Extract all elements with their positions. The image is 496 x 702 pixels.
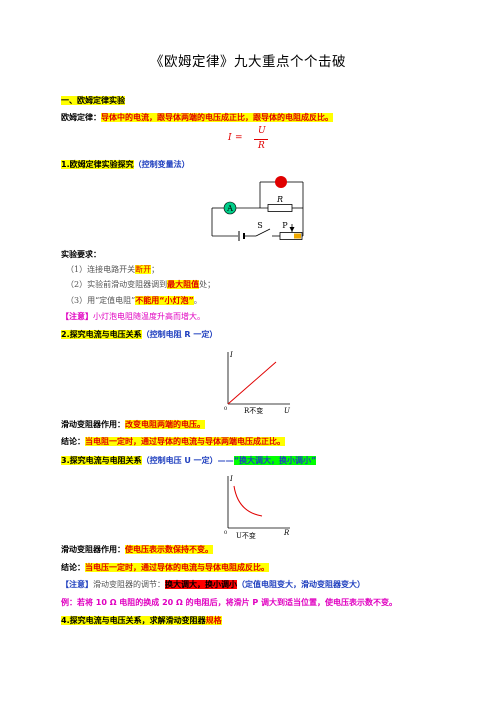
item3-note: （控制电压 U 一定）—— [141,456,234,465]
requirements-heading: 实验要求： [61,250,101,259]
formula-denominator: R [258,141,265,151]
lamp-icon [275,176,287,188]
item1-heading: 1.欧姆定律实验探究（控制变量法） [61,160,190,170]
requirement-1-prefix: （1）连接电路开关 [66,265,136,274]
graph-i-vs-r: I R 0 U不变 [224,475,290,540]
item2-conclusion-text: 当电阻一定时，通过导体的电流与导体两端电压成正比。 [85,437,285,446]
law-label: 欧姆定律： [61,113,101,122]
item2-conclusion-label: 结论： [61,437,85,446]
graph-i-vs-u-origin: 0 [224,406,227,412]
item2-rheostat: 滑动变阻器作用：改变电阻两端的电压。 [61,420,205,430]
slider-label: P [282,221,288,230]
item3-tag: “换大调大，换小调小” [233,456,317,465]
fraction-bar [254,139,268,140]
graph-i-vs-r-caption: U不变 [236,531,256,540]
item3-conclusion-label: 结论： [61,563,85,572]
slider-arrow-icon [289,227,295,232]
graph-i-vs-r-origin: 0 [224,530,227,536]
requirement-2-em: 最大阻值 [167,280,200,289]
requirement-2-suffix: 处； [199,280,216,289]
requirement-3-suffix: 。 [193,296,202,305]
graph-i-vs-r-curve [233,485,263,517]
graph-i-vs-u-y-label: I [229,351,233,359]
section-heading-text: 一、欧姆定律实验 [61,96,125,105]
item3-heading: 3.探究电流与电阻关系（控制电压 U 一定）——“换大调大，换小调小” [61,456,317,466]
item4-title-em: 规格 [205,616,222,625]
item1-note: （控制变量法） [133,160,190,169]
item3-conclusion-text: 当电压一定时，通过导体的电流与导体电阻成反比。 [85,563,269,572]
circuit-diagram: A R S P [211,176,304,241]
item2-heading: 2.探究电流与电压关系（控制电阻 R 一定） [61,330,217,340]
requirement-1: （1）连接电路开关断开； [66,265,159,275]
item1-title: 1.欧姆定律实验探究 [61,160,134,169]
formula-eq: = [235,133,243,143]
item3-note-em: 换大调大，换小调小 [165,580,237,589]
item3-rheostat-label: 滑动变阻器作用： [61,545,125,554]
item3-rheostat: 滑动变阻器作用：使电压表示数保持不变。 [61,545,213,555]
item4-heading: 4.探究电流与电压关系，求解滑动变阻器规格 [61,616,222,626]
graph-i-vs-u-caption: R不变 [244,406,263,415]
ammeter-icon [223,201,237,215]
item2-title: 2.探究电流与电压关系 [61,330,142,339]
law-text: 导体中的电流，跟导体两端的电压成正比，跟导体的电阻成反比。 [101,113,333,122]
law-line: 欧姆定律：导体中的电流，跟导体两端的电压成正比，跟导体的电阻成反比。 [61,113,333,123]
item2-rheostat-text: 改变电阻两端的电压。 [125,420,205,429]
resistor-label: R [276,195,283,204]
graph-i-vs-r-y-label: I [229,475,233,483]
requirement-1-suffix: ； [151,265,160,274]
requirement-2: （2）实验前滑动变阻器调到最大阻值处； [66,280,215,290]
item2-note: （控制电阻 R 一定） [141,330,218,339]
graph-i-vs-u-x-label: U [284,407,291,415]
formula-numerator: U [258,126,266,136]
item3-rheostat-text: 使电压表示数保持不变。 [125,545,213,554]
switch-label: S [257,221,262,230]
item3-note-tail: （定值电阻变大，滑动变阻器变大） [237,580,365,589]
requirements-note-text: 小灯泡电阻随温度升高而增大。 [93,312,205,321]
graph-i-vs-u-line [227,361,277,405]
requirement-3: （3）用“定值电阻”不能用“小灯泡”。 [66,296,202,306]
section-heading: 一、欧姆定律实验 [61,96,125,106]
item3-note-text: 滑动变阻器的调节： [93,580,165,589]
item3-example: 例：若将 10 Ω 电阻的换成 20 Ω 的电阻后，将滑片 P 调大到适当位置，… [61,598,398,607]
requirement-3-em: 不能用“小灯泡” [135,296,194,305]
requirement-2-prefix: （2）实验前滑动变阻器调到 [66,280,168,289]
page-title: 《欧姆定律》九大重点个个击破 [150,54,346,70]
requirement-3-prefix: （3）用“定值电阻” [66,296,136,305]
requirement-1-em: 断开 [135,265,152,274]
ammeter-label: A [226,204,233,213]
item2-rheostat-label: 滑动变阻器作用： [61,420,125,429]
requirements-note-label: 【注意】 [61,312,93,321]
item3-note-line: 【注意】滑动变阻器的调节：换大调大，换小调小（定值电阻变大，滑动变阻器变大） [61,580,365,590]
item4-title: 4.探究电流与电压关系，求解滑动变阻器 [61,616,206,625]
item3-note-label: 【注意】 [61,580,93,589]
graph-i-vs-r-x-label: R [283,529,290,537]
requirements-note: 【注意】小灯泡电阻随温度升高而增大。 [61,312,205,322]
item3-title: 3.探究电流与电阻关系 [61,456,142,465]
item2-conclusion: 结论：当电阻一定时，通过导体的电流与导体两端电压成正比。 [61,437,285,447]
item3-conclusion: 结论：当电压一定时，通过导体的电流与导体电阻成反比。 [61,563,269,573]
graph-i-vs-u: I U 0 R不变 [224,351,291,415]
slider-contact-icon [294,233,301,239]
formula-lhs: I [228,133,232,143]
